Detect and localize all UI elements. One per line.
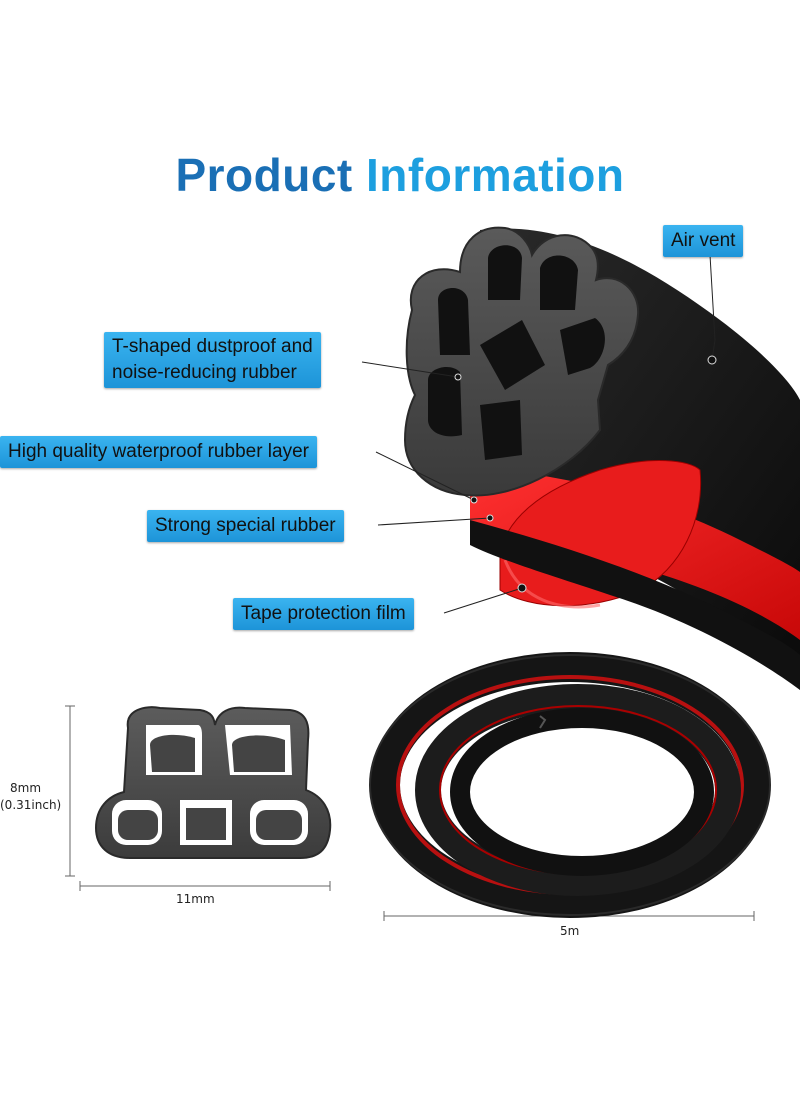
callout-special-rubber-text: Strong special rubber [155,515,336,536]
coil-roll [369,652,771,918]
dimension-length: 5m [560,924,580,938]
leader-dots [454,355,717,593]
callout-t-shaped: T-shaped dustproof and noise-reducing ru… [104,332,321,388]
callout-air-vent: Air vent [663,225,744,257]
callout-waterproof-layer: High quality waterproof rubber layer [0,436,317,468]
callout-special-rubber: Strong special rubber [147,510,344,542]
dimension-width-mm: 11mm [176,892,215,906]
small-cross-section [94,706,332,859]
callout-tape-film: Tape protection film [233,598,414,630]
dimension-height-mm: 8mm [10,781,42,795]
callout-waterproof-layer-text: High quality waterproof rubber layer [8,441,309,462]
callout-tape-film-text: Tape protection film [241,603,406,624]
title-part1: Product [175,149,353,201]
title-part2: Information [366,149,625,201]
callout-t-shaped-line1: T-shaped dustproof and [112,336,313,357]
page-title: Product Information [0,148,800,202]
main-strip-profile [403,226,800,690]
leader-lines [361,254,716,614]
dimension-height-inch: (0.31inch) [0,798,62,812]
callout-air-vent-text: Air vent [671,230,736,251]
callout-t-shaped-line2: noise-reducing rubber [112,362,297,383]
